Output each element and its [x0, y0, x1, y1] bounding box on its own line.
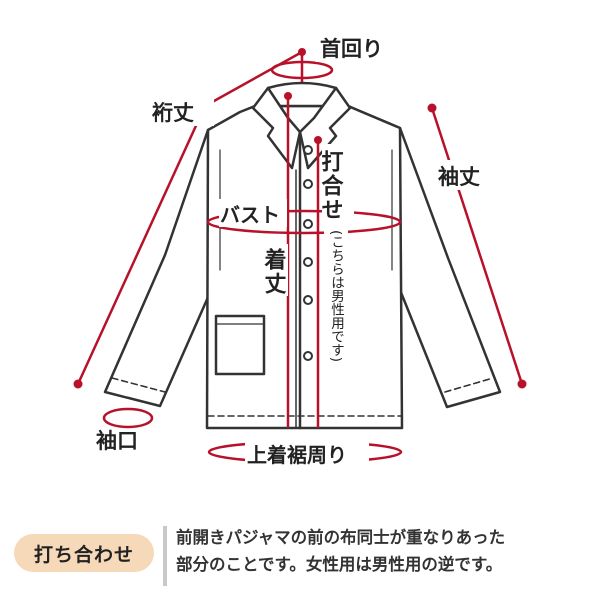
cuff-ellipse — [102, 407, 154, 429]
button-3 — [303, 219, 313, 229]
note-line-2: 部分のことです。女性用は男性用の逆です。 — [176, 555, 503, 574]
overlap-label: 打合せ — [318, 150, 344, 222]
neck-label: 首回り — [320, 37, 383, 61]
sleeve-length-line — [430, 107, 524, 385]
sleeve-end-point — [517, 379, 527, 389]
overlap-top-point — [314, 136, 322, 144]
note-line-1: 前開きパジャマの前の布同士が重なりあった — [176, 528, 506, 547]
button-5 — [303, 295, 313, 305]
button-6 — [303, 351, 313, 361]
button-2 — [303, 179, 313, 189]
length-label: 着丈 — [261, 247, 288, 296]
pajama-top-outline — [103, 81, 502, 430]
bust-label: バスト — [220, 203, 280, 227]
chest-pocket — [214, 314, 266, 376]
buttons — [303, 145, 313, 361]
overlap-explanation: 打ち合わせ 前開きパジャマの前の布同士が重なりあった 部分のことです。女性用は男… — [0, 516, 600, 600]
labels: 首回り 裄丈 袖丈 バスト 打合せ (こちらは男性用です) 着丈 袖口 上着裾周… — [96, 32, 498, 468]
left-cuff-stitch — [111, 377, 166, 393]
neck-point — [298, 48, 306, 56]
right-cuff-stitch — [444, 377, 494, 393]
yuki-end-point — [73, 379, 83, 389]
overlap-note: (こちらは男性用です) — [328, 230, 345, 362]
button-4 — [303, 257, 313, 267]
pajama-measurement-diagram: 首回り 裄丈 袖丈 バスト 打合せ (こちらは男性用です) 着丈 袖口 上着裾周… — [73, 32, 527, 468]
button-1 — [303, 145, 313, 155]
hem-label: 上着裾周り — [247, 443, 347, 467]
overlap-badge: 打ち合わせ — [14, 534, 154, 572]
length-top-point — [284, 92, 292, 100]
measurement-points — [73, 48, 527, 389]
sleeve-length-label: 袖丈 — [438, 165, 480, 189]
bust-ellipse — [206, 209, 402, 235]
yuki-label: 裄丈 — [151, 101, 194, 125]
note-text: 前開きパジャマの前の布同士が重なりあった 部分のことです。女性用は男性用の逆です… — [176, 524, 596, 578]
sleeve-top-point — [427, 103, 437, 113]
note-divider — [163, 526, 167, 586]
cuff-label: 袖口 — [96, 429, 138, 453]
